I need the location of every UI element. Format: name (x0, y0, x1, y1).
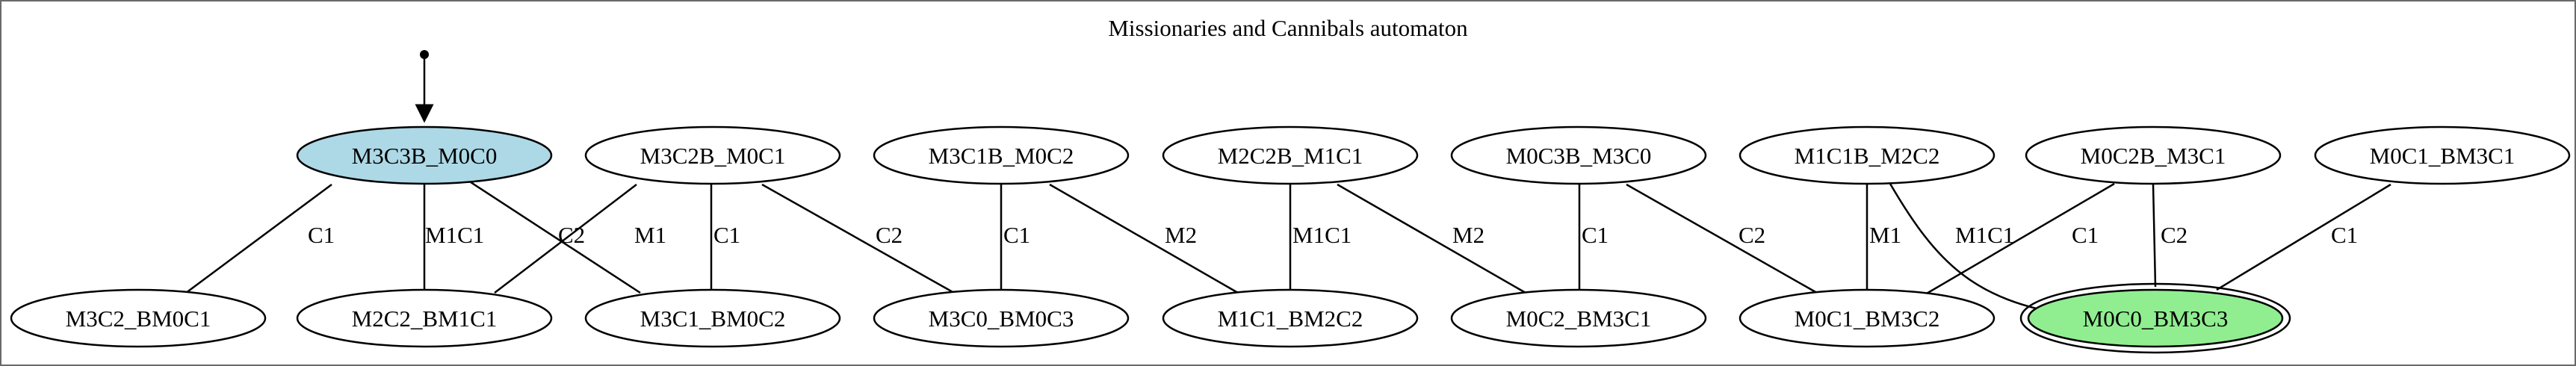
edge-m3c2b-to-m2c2bm1c1 (494, 184, 637, 294)
state-node[interactable]: M0C1_BM3C1 (2314, 125, 2571, 185)
state-node[interactable]: M2C2_BM1C1 (296, 288, 553, 348)
state-node[interactable]: M3C0_BM0C3 (873, 288, 1130, 348)
edge-label: C2 (876, 222, 902, 248)
diagram-title: Missionaries and Cannibals automaton (1108, 15, 1468, 41)
state-node-shape (1450, 288, 1707, 348)
edge-label: C1 (2331, 222, 2358, 248)
state-node[interactable]: M0C2B_M3C1 (2025, 125, 2282, 185)
edge-m0c3b-to-m0c1bm3c2 (1626, 183, 1818, 294)
edge-m3c3b-to-m3c2bm0c1 (185, 183, 332, 294)
state-node-shape (1739, 125, 1996, 185)
accepting-state-node[interactable]: M0C0_BM3C3 (2019, 282, 2291, 354)
state-node-label: M3C1_BM0C2 (640, 305, 786, 332)
edge-label: M1C1 (425, 222, 484, 248)
edge-label: M1C1 (1292, 222, 1352, 248)
state-node-shape (1162, 125, 1419, 185)
state-node-label: M1C1B_M2C2 (1795, 143, 1940, 169)
state-node[interactable]: M2C2B_M1C1 (1162, 125, 1419, 185)
state-node[interactable]: M3C1B_M0C2 (873, 125, 1130, 185)
edge-label: C1 (713, 222, 740, 248)
state-node-shape (1450, 125, 1707, 185)
edge-label: C2 (1739, 222, 1765, 248)
state-node[interactable]: M3C1_BM0C2 (584, 288, 841, 348)
edge-labels: C1 M1C1 C2 M1 C1 C2 C1 M2 M1C1 M2 C1 C2 … (308, 222, 2358, 248)
state-node-label: M1C1_BM2C2 (1218, 305, 1363, 332)
accepting-state-outer-ring (2019, 282, 2291, 354)
state-node-label: M0C1_BM3C2 (1795, 305, 1940, 332)
state-node-shape (873, 288, 1130, 348)
edge-label: C2 (2161, 222, 2188, 248)
state-node[interactable]: M1C1_BM2C2 (1162, 288, 1419, 348)
state-node-label: M0C0_BM3C3 (2083, 305, 2229, 332)
state-node-label: M3C0_BM0C3 (929, 305, 1074, 332)
edge-label: M1 (634, 222, 666, 248)
edge-label: C1 (1582, 222, 1609, 248)
edge-m3c1b-to-m1c1bm2c2 (1049, 183, 1239, 294)
edge-m0c2b-to-m0c0bm3c3 (2152, 184, 2157, 288)
state-node-label: M3C2B_M0C1 (640, 143, 786, 169)
edge-label: M1 (1869, 222, 1901, 248)
state-node-label: M2C2_BM1C1 (352, 305, 498, 332)
state-node[interactable]: M3C3B_M0C0 (296, 125, 553, 185)
state-node-label: M2C2B_M1C1 (1218, 143, 1363, 169)
state-node[interactable]: M3C2_BM0C1 (10, 288, 267, 348)
state-node-shape (2025, 125, 2282, 185)
state-node-label: M3C2_BM0C1 (66, 305, 211, 332)
state-node-shape (10, 288, 267, 348)
edge-m0c2b-to-m0c1bm3c2 (1925, 182, 2115, 296)
start-point (420, 50, 429, 59)
edge-label: C1 (2072, 222, 2099, 248)
state-node-shape (1162, 288, 1419, 348)
edge-m3c3b-to-m3c1bm0c2 (468, 179, 641, 294)
edge-m0c1bm3c1-to-m0c0bm3c3 (2216, 183, 2391, 291)
edge-label: M2 (1165, 222, 1197, 248)
state-node[interactable]: M0C1_BM3C2 (1739, 288, 1996, 348)
edge-label: C1 (308, 222, 335, 248)
edge-label: M1C1 (1955, 222, 2014, 248)
state-node-shape (584, 125, 841, 185)
edge-m3c2b-to-m3c0bm0c3 (761, 183, 955, 294)
edge-m2c2b-to-m0c2bm3c1 (1337, 183, 1526, 294)
edge-label: M2 (1452, 222, 1484, 248)
state-node-label: M0C3B_M3C0 (1506, 143, 1652, 169)
state-node[interactable]: M0C3B_M3C0 (1450, 125, 1707, 185)
state-node-shape (2314, 125, 2571, 185)
state-node-shape (873, 125, 1130, 185)
state-node-label: M0C1_BM3C1 (2370, 143, 2515, 169)
state-node-shape (296, 125, 553, 185)
state-node[interactable]: M0C2_BM3C1 (1450, 288, 1707, 348)
state-node-label: M0C2B_M3C1 (2081, 143, 2226, 169)
state-node-shape (2027, 288, 2284, 348)
state-node[interactable]: M3C2B_M0C1 (584, 125, 841, 185)
state-node-shape (296, 288, 553, 348)
state-node-label: M3C3B_M0C0 (352, 143, 498, 169)
state-node-label: M0C2_BM3C1 (1506, 305, 1652, 332)
state-node[interactable]: M1C1B_M2C2 (1739, 125, 1996, 185)
state-node-shape (584, 288, 841, 348)
edge-label: C1 (1003, 222, 1030, 248)
edge-label: C2 (558, 222, 585, 248)
state-node-shape (1739, 288, 1996, 348)
state-node-label: M3C1B_M0C2 (929, 143, 1074, 169)
